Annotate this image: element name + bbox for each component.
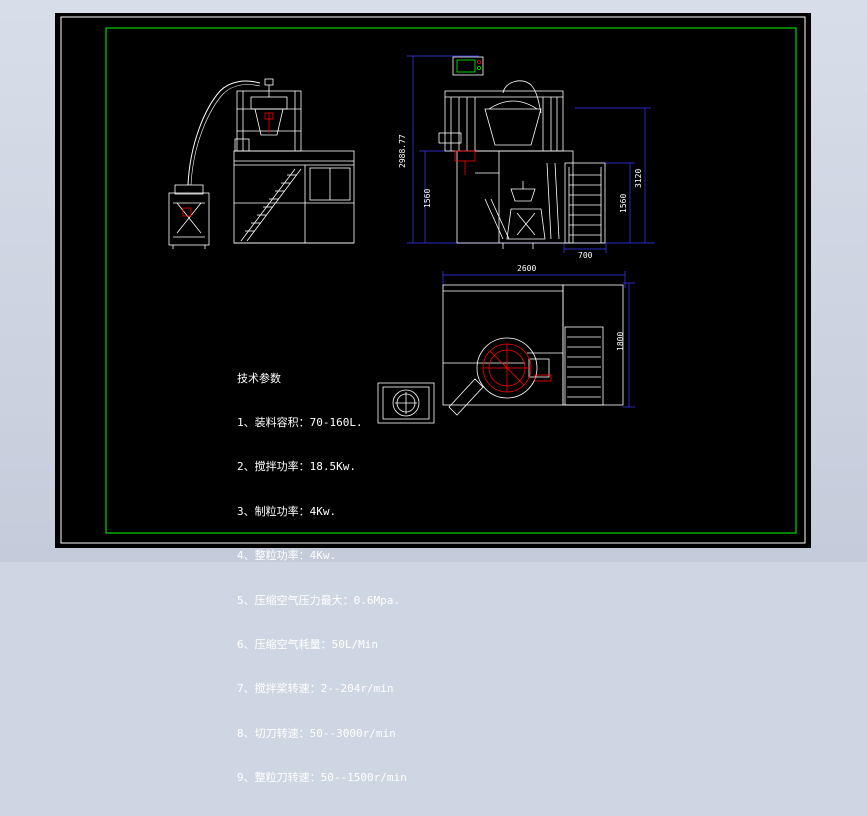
spec-item: 5、压缩空气压力最大：0.6Mpa. [237,593,400,607]
cad-viewport[interactable]: 2988.77 1560 3120 1560 700 2600 1800 [0,0,867,784]
dim-platform-height: 1560 [619,194,628,213]
dim-plan-width: 2600 [517,264,536,273]
granulator-body [438,80,574,249]
left-elevation-view [168,78,355,249]
spec-item: 8、切刀转速：50--3000r/min [237,726,396,740]
dim-plan-depth: 1800 [616,332,625,351]
control-panel [452,56,484,76]
feeder-plan [377,382,435,424]
dim-right-height: 3120 [634,169,643,188]
mixing-bowl-plan [476,337,552,399]
spec-item: 2、搅拌功率：18.5Kw. [237,460,356,474]
vacuum-feeder [168,184,210,249]
spec-item: 7、搅拌桨转速：2--204r/min [237,682,394,696]
cad-drawing: 2988.77 1560 3120 1560 700 2600 1800 [60,16,806,544]
front-elevation-view: 2988.77 1560 3120 1560 700 [398,55,655,408]
side-platform [564,162,606,244]
plan-view: 2600 1800 [377,264,625,424]
dim-total-height: 2988.77 [398,134,407,168]
specs-title: 技术参数 [237,371,281,385]
inner-frame [105,27,797,534]
dim-body-height: 1560 [423,189,432,208]
spec-item: 1、装料容积：70-160L. [237,415,363,429]
spec-item: 6、压缩空气耗量：50L/Min [237,637,378,651]
technical-parameters: 技术参数 1、装料容积：70-160L. 2、搅拌功率：18.5Kw. 3、制粒… [237,342,407,816]
spec-item: 3、制粒功率：4Kw. [237,504,337,518]
drawing-sheet: 2988.77 1560 3120 1560 700 2600 1800 [55,13,811,784]
upper-granulator-frame [234,78,302,152]
plan-outline [442,284,624,416]
dim-platform-width: 700 [578,251,593,260]
spec-item: 9、整粒刀转速：50--1500r/min [237,771,407,785]
outer-frame [60,16,806,544]
platform-structure [233,150,355,244]
spec-item: 4、整粒功率：4Kw. [237,549,337,563]
feed-hose [187,80,261,186]
